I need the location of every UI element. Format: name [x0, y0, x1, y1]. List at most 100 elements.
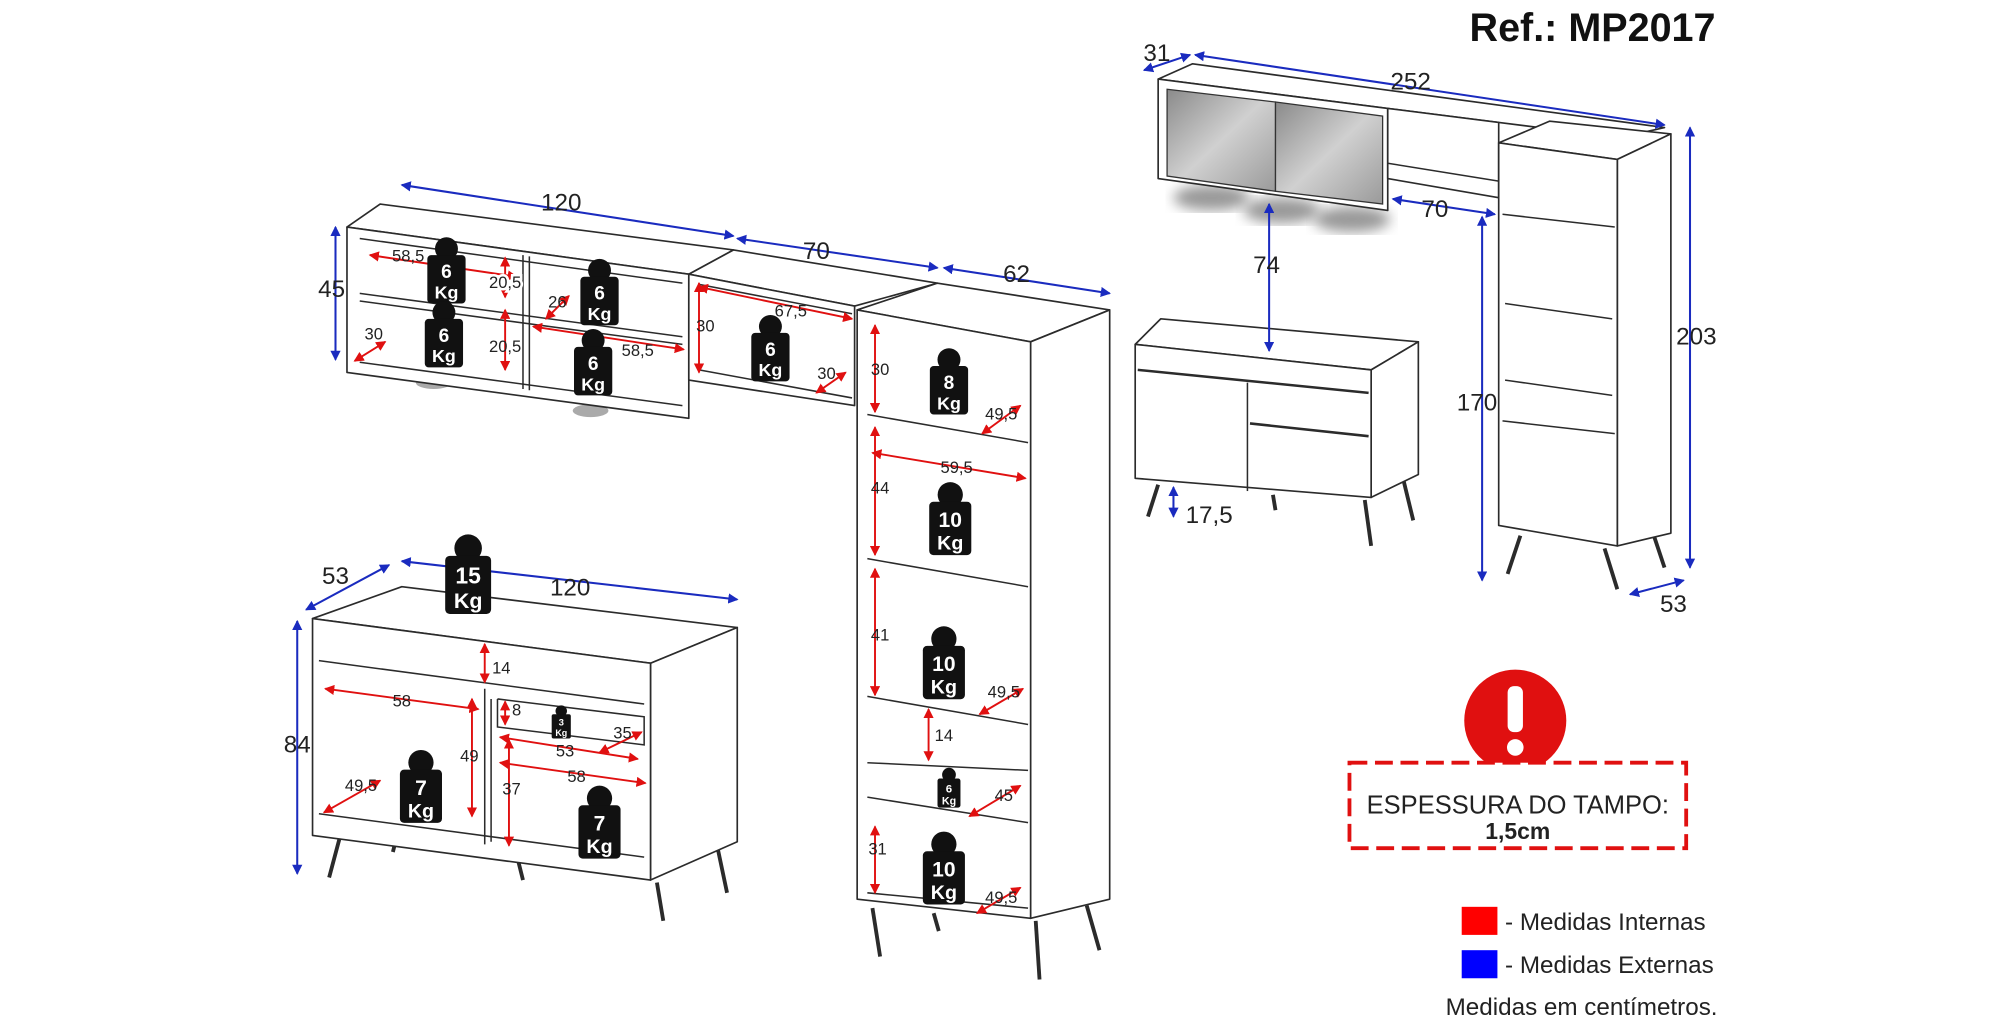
dim-label: 58 — [567, 767, 585, 786]
tall-cabinet-62 — [856, 282, 1111, 980]
dim-label: 30 — [817, 364, 835, 383]
dim-label: 58,5 — [622, 341, 654, 360]
weight-value: 8 — [944, 373, 955, 394]
dim-label: 67,5 — [775, 301, 807, 320]
legend-internal-label: - Medidas Internas — [1505, 909, 1706, 936]
dim-label: 20,5 — [489, 273, 521, 292]
dim-label: 74 — [1253, 252, 1280, 279]
dim-label: 30 — [871, 360, 889, 379]
dim-label: 53 — [1660, 591, 1687, 618]
weight-value: 10 — [932, 858, 955, 881]
dim-label: 41 — [871, 625, 889, 644]
weight-badge-c5: 10 Kg — [922, 831, 965, 905]
weight-icon — [586, 785, 613, 811]
external-dimension-labels: 120 70 62 45 53 120 84 31 252 70 74 17,5… — [284, 40, 1717, 758]
dim-label: 49,5 — [985, 405, 1017, 424]
dim-label: 49,5 — [345, 776, 377, 795]
dim-label: 203 — [1676, 323, 1716, 350]
dim-label: 58,5 — [392, 246, 424, 265]
weight-icon — [555, 705, 567, 717]
weight-icon — [581, 329, 605, 353]
weight-unit: Kg — [435, 282, 459, 302]
legend-external-swatch — [1461, 950, 1498, 979]
weight-icon — [588, 258, 611, 282]
dim-label: 70 — [1421, 196, 1448, 223]
weight-icon — [454, 534, 482, 562]
dim-label: 30 — [365, 324, 383, 343]
weight-unit: Kg — [581, 374, 605, 394]
dim-label: 53 — [322, 563, 349, 590]
upper-cabinet-120 — [346, 203, 735, 420]
weight-icon — [432, 301, 456, 324]
weight-badge-c2: 10 Kg — [929, 482, 972, 556]
weight-badge-d_right: 7 Kg — [578, 785, 621, 859]
weight-unit: Kg — [588, 304, 612, 324]
weight-icon — [434, 237, 458, 261]
weight-icon — [937, 482, 963, 508]
dim-label: 17,5 — [1186, 502, 1233, 529]
weight-badges: 6 Kg 6 Kg 6 Kg 6 Kg 6 Kg 8 Kg 10 Kg 10 K… — [399, 237, 972, 905]
sideboard — [1134, 318, 1420, 547]
warning-value: 1,5cm — [1485, 818, 1550, 844]
reference-title: Ref.: MP2017 — [1470, 6, 1716, 50]
dim-label: 49,5 — [985, 888, 1017, 907]
weight-unit: Kg — [931, 882, 957, 904]
weight-badge-b1: 6 Kg — [751, 315, 790, 382]
dim-label: 14 — [492, 658, 510, 677]
weight-badge-a4: 6 Kg — [574, 329, 613, 396]
dim-label: 14 — [935, 726, 953, 745]
legend: - Medidas Internas - Medidas Externas Me… — [1446, 906, 1718, 1021]
dim-label: 84 — [284, 732, 311, 759]
weight-value: 10 — [939, 509, 962, 532]
weight-unit: Kg — [931, 677, 957, 699]
weight-icon — [408, 749, 434, 776]
weight-value: 7 — [415, 777, 427, 800]
dim-label: 59,5 — [940, 458, 972, 477]
dim-label: 70 — [803, 238, 830, 265]
weight-badge-a2: 6 Kg — [580, 258, 619, 326]
units-note: Medidas em centímetros. — [1446, 994, 1718, 1021]
weight-unit: Kg — [408, 800, 434, 822]
dim-label: 45 — [318, 276, 345, 303]
dim-label: 53 — [556, 741, 574, 760]
weight-badge-d_top: 15 Kg — [445, 534, 492, 614]
weight-badge-c3: 10 Kg — [922, 626, 965, 700]
dim-label: 30 — [696, 317, 714, 336]
dim-label: 49 — [460, 746, 478, 765]
dim-label: 31 — [868, 840, 886, 859]
weight-badge-d_drawer: 3 Kg — [551, 705, 571, 739]
weight-unit: Kg — [432, 346, 456, 366]
weight-value: 6 — [594, 284, 605, 305]
legend-external-label: - Medidas Externas — [1505, 952, 1714, 979]
internal-dimension-labels: 58,5 20,5 26 30 20,5 58,5 67,5 30 30 30 … — [345, 246, 1020, 907]
weight-value: 6 — [946, 783, 952, 795]
dim-label: 120 — [550, 575, 590, 602]
dim-label: 20,5 — [489, 337, 521, 356]
dim-label: 252 — [1390, 68, 1430, 95]
dim-label: 44 — [871, 479, 889, 498]
weight-badge-c1: 8 Kg — [929, 348, 969, 415]
weight-unit: Kg — [937, 532, 963, 554]
weight-unit: Kg — [937, 393, 961, 413]
countertop-thickness-warning: ESPESSURA DO TAMPO: 1,5cm — [1347, 669, 1689, 851]
weight-value: 6 — [588, 354, 599, 375]
dim-label: 37 — [502, 780, 520, 799]
tall-oven-cabinet — [1497, 120, 1672, 590]
dim-label: 120 — [541, 189, 581, 216]
weight-value: 3 — [559, 718, 564, 729]
legend-internal-swatch — [1461, 906, 1498, 935]
weight-value: 7 — [594, 813, 606, 836]
dim-label: 35 — [613, 723, 631, 742]
weight-icon — [942, 767, 956, 782]
dim-label: 26 — [548, 292, 566, 311]
weight-unit: Kg — [759, 360, 783, 380]
weight-icon — [937, 348, 961, 372]
weight-value: 15 — [455, 562, 481, 588]
weight-value: 6 — [765, 340, 776, 361]
weight-badge-c4: 6 Kg — [937, 767, 961, 808]
warning-box — [1347, 760, 1689, 851]
weight-unit: Kg — [454, 589, 483, 613]
weight-value: 6 — [441, 262, 452, 283]
dim-label: 8 — [512, 701, 521, 720]
